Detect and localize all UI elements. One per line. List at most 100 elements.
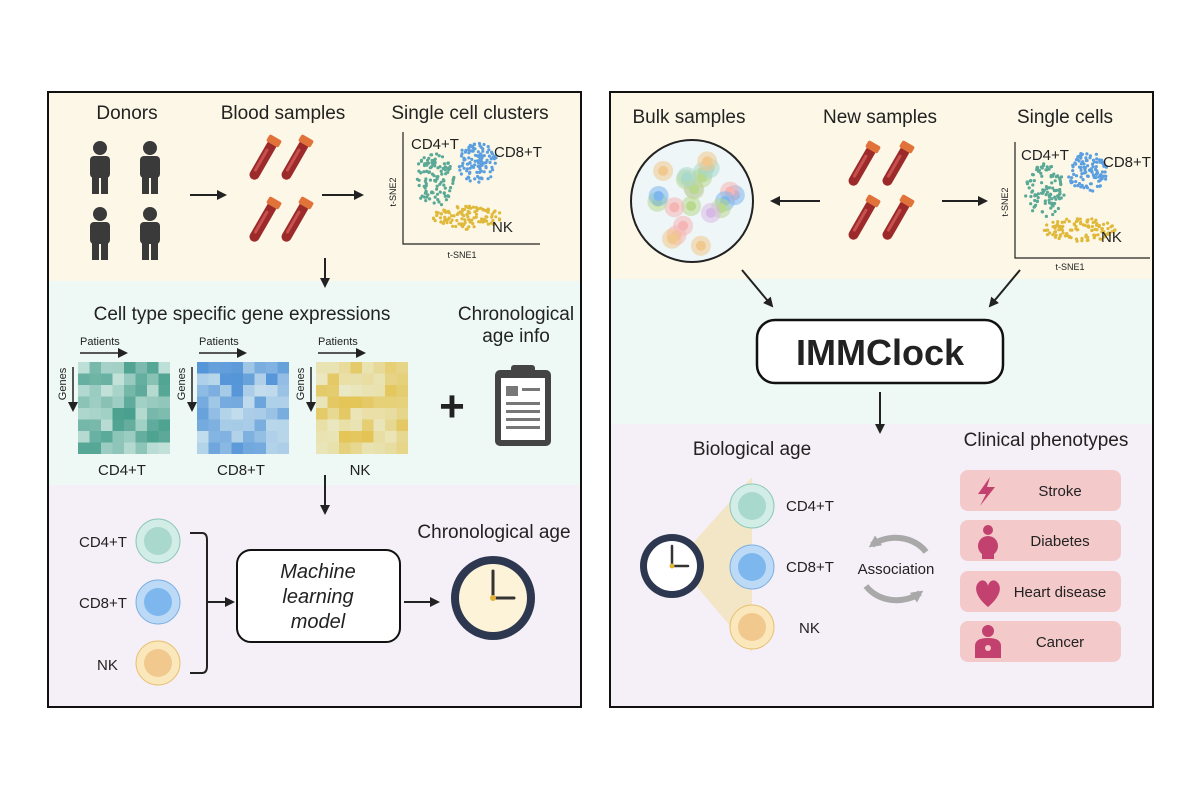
single-cell-clusters-heading: Single cell clusters (391, 103, 548, 124)
tsne-dot (1045, 233, 1050, 237)
phenotype-label: Heart disease (1014, 584, 1107, 601)
tsne-dot (450, 218, 454, 222)
bulk-cell-nucleus (667, 233, 677, 244)
heatmap-genes-label: Genes (57, 367, 69, 400)
tsne-dot (1048, 192, 1053, 196)
bulk-cell-nucleus (689, 184, 700, 195)
heatmap-cell (373, 373, 385, 385)
tsne-dot (483, 218, 487, 222)
tsne-dot (491, 168, 495, 172)
tsne-dot (462, 166, 466, 170)
heatmap-cell (147, 442, 159, 454)
tsne-dot (417, 183, 421, 188)
tsne-dot (486, 145, 490, 149)
tsne-dot (1050, 181, 1054, 185)
tsne-dot (1095, 184, 1099, 188)
heatmap-cell (147, 431, 159, 443)
tsne-dot (1040, 181, 1044, 185)
heatmap-cell (385, 419, 397, 431)
tsne-dot (462, 207, 467, 211)
left-panel: Donors Blood samples Single cell cluster… (47, 91, 582, 708)
chrono-info-heading-line1: Chronological (458, 304, 574, 325)
heatmap-cell (208, 442, 220, 454)
heatmap-cell (362, 385, 374, 397)
heatmap-cell (135, 396, 147, 408)
heatmap-cell (124, 442, 136, 454)
tsne-dot (419, 171, 423, 175)
tsne-dot (1043, 199, 1047, 203)
heatmap-cell (243, 408, 255, 420)
tsne-label-cd8: CD8+T (494, 144, 542, 161)
tsne-dot (1080, 239, 1084, 243)
tsne-dot (464, 204, 468, 208)
tsne-dot (460, 217, 464, 221)
tsne-dot (1079, 165, 1083, 170)
heatmap-cell (254, 442, 266, 454)
tsne-dot (1074, 180, 1078, 184)
tsne-dot (473, 159, 477, 163)
tsne-dot (439, 220, 443, 224)
tsne-dot (1088, 188, 1092, 192)
tsne-dot (1055, 188, 1059, 192)
cell-nucleus-cd4 (738, 492, 766, 520)
tsne-dot (1061, 231, 1065, 235)
tsne-dot (457, 222, 461, 226)
heatmap-cell (254, 373, 266, 385)
heatmap-cell (316, 373, 328, 385)
tsne-dot (1071, 163, 1075, 167)
heatmap-cell (339, 431, 351, 443)
tsne-dot (489, 175, 493, 179)
tsne-dot (1033, 193, 1037, 197)
tsne-dot (1036, 196, 1040, 200)
model-label-line2: learning (282, 586, 353, 608)
heatmap-cell (89, 362, 101, 374)
heatmap-cell (385, 442, 397, 454)
tsne-label-cd8: CD8+T (1103, 154, 1151, 171)
tsne-dot (441, 221, 445, 225)
tsne-dot (1076, 218, 1080, 222)
tsne-dot (1079, 168, 1083, 172)
tsne-dot (465, 162, 470, 166)
heatmap-cell (396, 419, 408, 431)
tsne-dot (492, 154, 496, 158)
tsne-dot (485, 150, 489, 154)
tsne-dot (1049, 173, 1053, 178)
heatmap-cell (101, 419, 113, 431)
tsne-dot (486, 177, 490, 181)
tsne-dot (1088, 156, 1092, 160)
immclock-title: IMMClock (796, 332, 965, 373)
tsne-dot (477, 180, 481, 184)
left-cell-types: CD4+T CD8+T NK (79, 518, 181, 686)
heatmap-cell (197, 431, 209, 443)
heatmap-cell (197, 408, 209, 420)
heatmap-cell (243, 442, 255, 454)
tsne-dot (442, 179, 446, 183)
tsne-dot (467, 147, 471, 151)
lightning-icon (978, 477, 995, 506)
tsne-dot (458, 168, 462, 172)
heatmap-cell (339, 373, 351, 385)
heatmap-cell (316, 385, 328, 397)
heatmap-cell (197, 385, 209, 397)
tsne-dot (434, 179, 438, 183)
heatmap-cell (316, 408, 328, 420)
heatmap-cell (220, 396, 232, 408)
heatmap-cell (112, 419, 124, 431)
tsne-dot (448, 189, 452, 193)
heatmap-cell (243, 373, 255, 385)
tsne-dot (1045, 190, 1050, 194)
bulk-samples-heading: Bulk samples (633, 107, 746, 128)
tsne-dot (476, 159, 480, 163)
tsne-dot (464, 227, 468, 231)
heatmap-cell (243, 362, 255, 374)
tsne-dot (1104, 177, 1108, 181)
heatmap-cell (231, 396, 243, 408)
tsne-dot (1041, 191, 1045, 195)
right-tsne-plot: CD4+T CD8+T NK t-SNE1 t-SNE2 (1000, 142, 1151, 272)
tsne-dot (439, 169, 443, 173)
heatmap-cell (101, 396, 113, 408)
heatmap-cell (277, 373, 289, 385)
tsne-dot (1085, 158, 1089, 163)
tsne-label-cd4: CD4+T (1021, 147, 1069, 164)
